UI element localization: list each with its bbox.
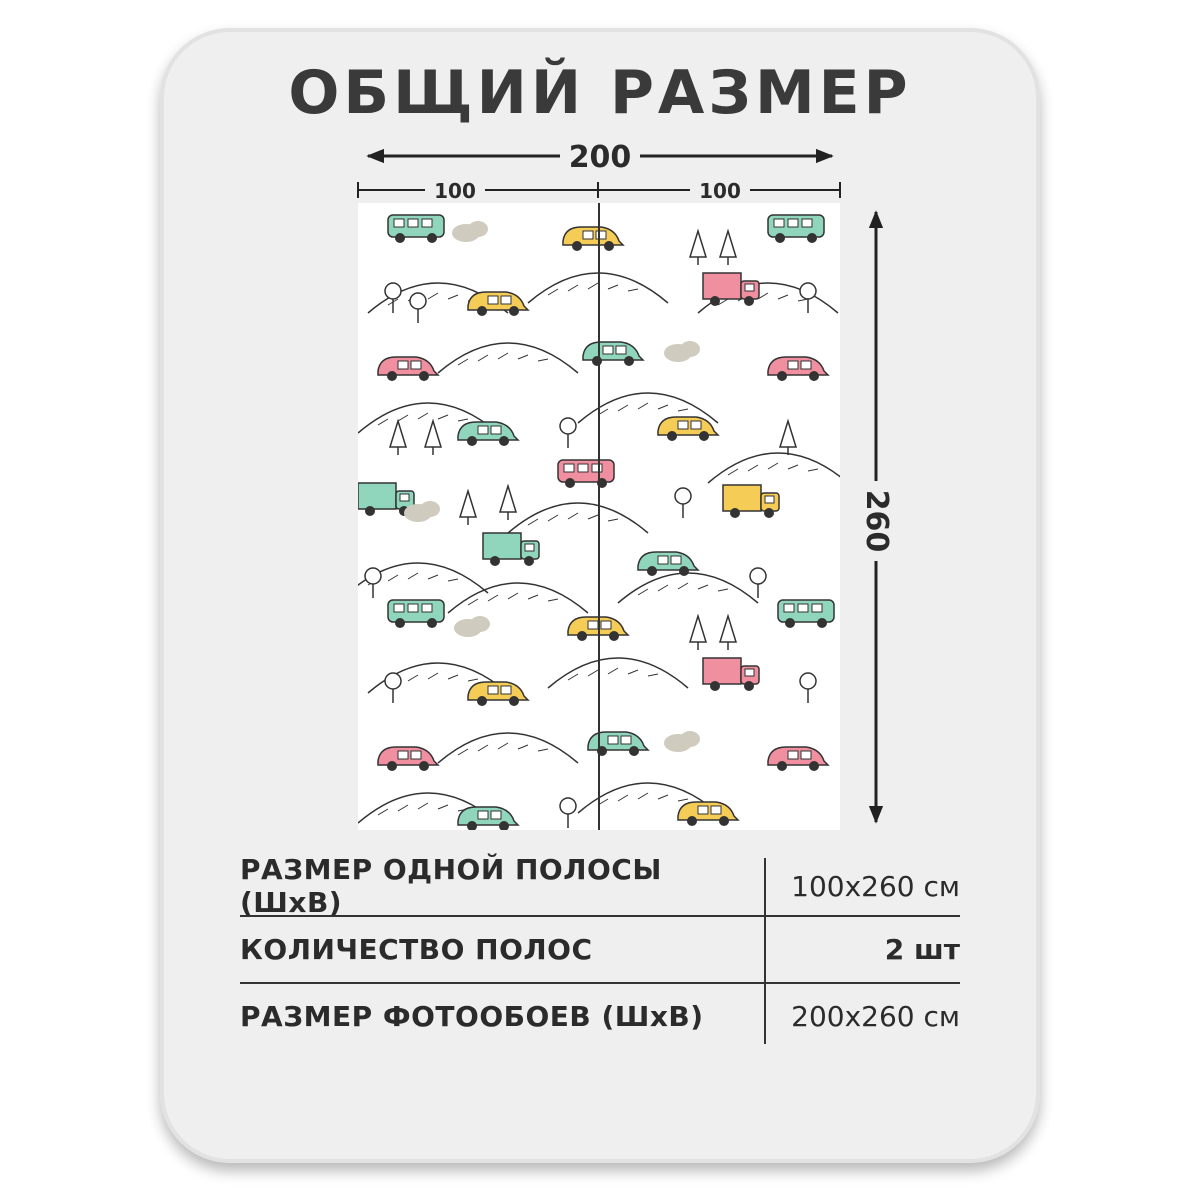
- car-icon: [767, 356, 829, 382]
- hill-icon: [437, 342, 579, 374]
- car-icon: [767, 746, 829, 772]
- van-icon: [387, 599, 445, 629]
- spec-value: 100х260 см: [791, 869, 960, 903]
- truck-icon: [722, 484, 780, 519]
- tree-icon: [674, 487, 692, 519]
- tree-icon: [459, 490, 477, 526]
- truck-icon: [702, 657, 760, 692]
- tree-icon: [424, 420, 442, 456]
- car-icon: [587, 731, 649, 757]
- strip-width-label-left: 100: [425, 179, 485, 203]
- page-title: ОБЩИЙ РАЗМЕР: [288, 58, 912, 128]
- strip-width-label-right: 100: [690, 179, 750, 203]
- spec-label: РАЗМЕР ФОТООБОЕВ (ШхВ): [240, 999, 704, 1033]
- tree-icon: [799, 282, 817, 314]
- tree-icon: [559, 797, 577, 829]
- table-divider: [240, 915, 960, 917]
- cloud-icon: [452, 221, 488, 242]
- car-icon: [377, 356, 439, 382]
- height-label: 260: [858, 481, 894, 561]
- table-row: РАЗМЕР ОДНОЙ ПОЛОСЫ (ШхВ) 100х260 см: [240, 853, 960, 919]
- spec-value: 2 шт: [884, 932, 960, 966]
- hill-icon: [507, 502, 649, 534]
- table-divider: [240, 982, 960, 984]
- tree-icon: [749, 567, 767, 599]
- car-icon: [457, 421, 519, 447]
- hill-icon: [437, 732, 579, 764]
- car-icon: [467, 291, 529, 317]
- cloud-icon: [454, 616, 490, 637]
- van-icon: [767, 214, 825, 244]
- tree-icon: [799, 672, 817, 704]
- tree-icon: [364, 567, 382, 599]
- car-icon: [562, 226, 624, 252]
- car-icon: [582, 341, 644, 367]
- total-width-label: 200: [560, 140, 640, 176]
- truck-icon: [482, 532, 540, 567]
- tree-icon: [689, 615, 707, 651]
- hill-icon: [617, 572, 759, 604]
- car-icon: [467, 681, 529, 707]
- table-row: РАЗМЕР ФОТООБОЕВ (ШхВ) 200х260 см: [240, 985, 960, 1047]
- van-icon: [557, 459, 615, 489]
- van-icon: [777, 599, 835, 629]
- tree-icon: [779, 420, 797, 456]
- tree-icon: [389, 420, 407, 456]
- tree-icon: [409, 292, 427, 324]
- truck-icon: [702, 272, 760, 307]
- van-icon: [387, 214, 445, 244]
- strip-seam: [598, 203, 600, 830]
- spec-label: КОЛИЧЕСТВО ПОЛОС: [240, 932, 593, 966]
- cloud-icon: [664, 731, 700, 752]
- cloud-icon: [664, 341, 700, 362]
- car-icon: [677, 801, 739, 827]
- tree-icon: [559, 417, 577, 449]
- spec-value: 200х260 см: [791, 999, 960, 1033]
- tree-icon: [719, 230, 737, 266]
- hill-icon: [707, 452, 840, 484]
- tree-icon: [689, 230, 707, 266]
- tree-icon: [384, 672, 402, 704]
- hill-icon: [447, 582, 589, 614]
- hill-icon: [547, 657, 689, 689]
- car-icon: [457, 806, 519, 830]
- table-column-divider: [764, 858, 766, 1044]
- table-row: КОЛИЧЕСТВО ПОЛОС 2 шт: [240, 918, 960, 980]
- car-icon: [657, 416, 719, 442]
- tree-icon: [499, 485, 517, 521]
- spec-label: РАЗМЕР ОДНОЙ ПОЛОСЫ (ШхВ): [240, 853, 662, 919]
- car-icon: [377, 746, 439, 772]
- tree-icon: [719, 615, 737, 651]
